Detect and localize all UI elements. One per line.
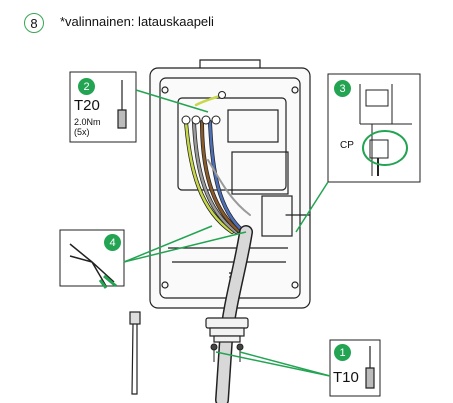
callout-4-badge: 4 bbox=[104, 234, 121, 251]
cable-gland bbox=[205, 317, 249, 343]
callout-2-tool: T20 bbox=[74, 97, 100, 114]
callout-2-badge: 2 bbox=[78, 78, 95, 95]
callout-2-count: (5x) bbox=[74, 127, 90, 137]
callout-3-number: 3 bbox=[339, 82, 346, 95]
callout-4-number: 4 bbox=[109, 236, 116, 249]
callout-2-torque: 2.0Nm bbox=[74, 117, 101, 127]
callout-1-badge: 1 bbox=[334, 344, 351, 361]
step-title: *valinnainen: latauskaapeli bbox=[60, 14, 214, 29]
cable-tie bbox=[129, 311, 141, 395]
step-number-badge: 8 bbox=[24, 13, 44, 33]
callout-2-number: 2 bbox=[83, 80, 90, 93]
terminal-screws bbox=[181, 91, 226, 125]
callout-1-number: 1 bbox=[339, 346, 346, 359]
callout-1-tool: T10 bbox=[333, 369, 359, 386]
callout-3-box bbox=[295, 73, 421, 233]
callout-3-cp-label: CP bbox=[340, 140, 354, 151]
step-number: 8 bbox=[30, 15, 38, 31]
internal-wires bbox=[184, 93, 311, 234]
mounting-screws bbox=[210, 343, 244, 362]
charger-housing bbox=[149, 59, 311, 309]
callout-3-badge: 3 bbox=[334, 80, 351, 97]
